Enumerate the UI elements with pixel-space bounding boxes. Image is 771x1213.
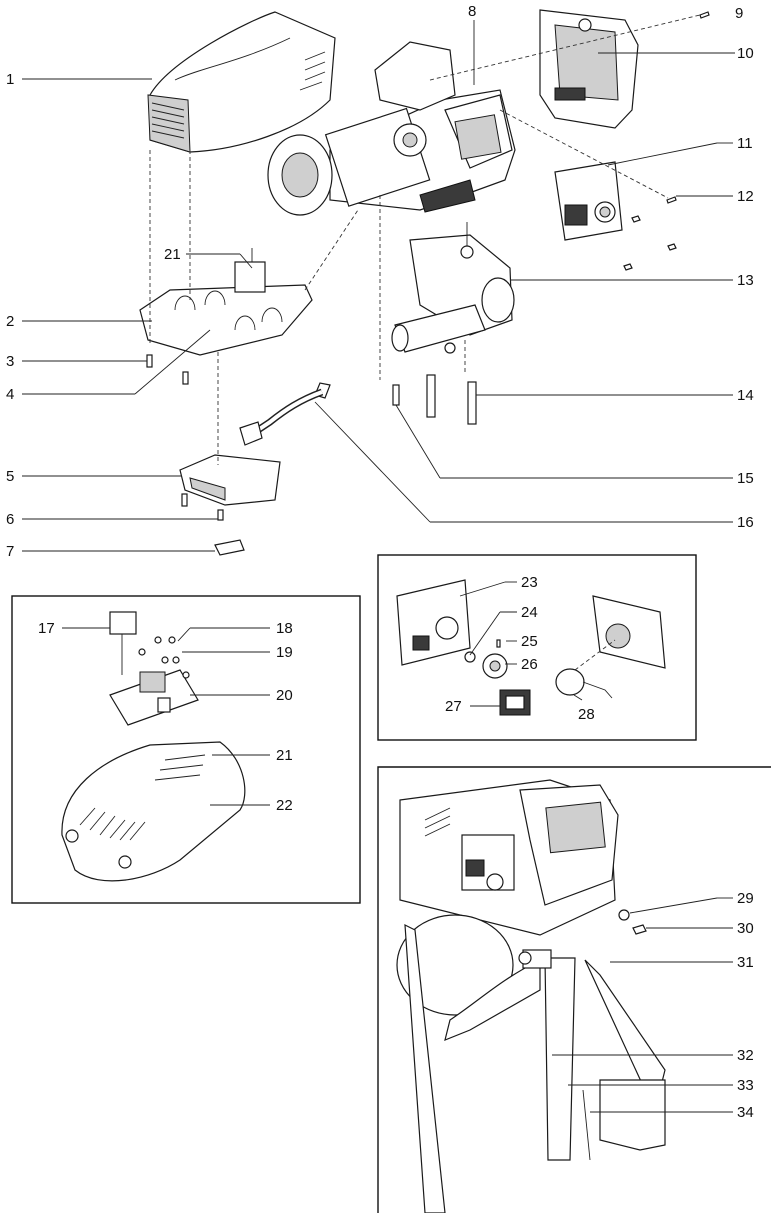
callout-23: 23 bbox=[521, 574, 538, 591]
detail-panel-control-switch bbox=[377, 554, 697, 741]
callout-21-a: 21 bbox=[164, 246, 181, 263]
callout-16: 16 bbox=[737, 514, 754, 531]
power-cord bbox=[239, 382, 331, 446]
callout-31: 31 bbox=[737, 954, 754, 971]
lower-shroud bbox=[139, 248, 313, 356]
control-board-assembly bbox=[61, 611, 246, 882]
callout-2: 2 bbox=[6, 313, 14, 330]
callout-5: 5 bbox=[6, 468, 14, 485]
frame-assembly bbox=[396, 779, 666, 1213]
callout-15: 15 bbox=[737, 470, 754, 487]
callout-10: 10 bbox=[737, 45, 754, 62]
callout-7: 7 bbox=[6, 543, 14, 560]
callout-33: 33 bbox=[737, 1077, 754, 1094]
leader-lines bbox=[22, 20, 735, 1113]
callout-21-b: 21 bbox=[276, 747, 293, 764]
electrical-box bbox=[179, 454, 281, 521]
shroud-cover bbox=[147, 11, 336, 153]
control-plate bbox=[554, 161, 677, 271]
motor-housing bbox=[267, 41, 516, 216]
callout-30: 30 bbox=[737, 920, 754, 937]
callout-13: 13 bbox=[737, 272, 754, 289]
detail-panel-frame-assembly bbox=[377, 766, 771, 1213]
callout-24: 24 bbox=[521, 604, 538, 621]
fuse-7 bbox=[214, 539, 245, 556]
callout-32: 32 bbox=[737, 1047, 754, 1064]
callout-18: 18 bbox=[276, 620, 293, 637]
callout-34: 34 bbox=[737, 1104, 754, 1121]
callout-6: 6 bbox=[6, 511, 14, 528]
callout-27: 27 bbox=[445, 698, 462, 715]
callout-22: 22 bbox=[276, 797, 293, 814]
callout-12: 12 bbox=[737, 188, 754, 205]
assembly-lines bbox=[149, 14, 701, 465]
callout-4: 4 bbox=[6, 386, 14, 403]
callout-17: 17 bbox=[38, 620, 55, 637]
screw-12 bbox=[666, 196, 677, 204]
callout-26: 26 bbox=[521, 656, 538, 673]
callout-29: 29 bbox=[737, 890, 754, 907]
callout-20: 20 bbox=[276, 687, 293, 704]
callout-labels: 1 2 3 4 5 6 7 8 9 10 11 12 13 14 15 16 1… bbox=[6, 3, 754, 1121]
callout-3: 3 bbox=[6, 353, 14, 370]
callout-9: 9 bbox=[735, 5, 743, 22]
callout-28: 28 bbox=[578, 706, 595, 723]
screw-3 bbox=[146, 354, 153, 368]
callout-14: 14 bbox=[737, 387, 754, 404]
callout-1: 1 bbox=[6, 71, 14, 88]
screw-4 bbox=[182, 371, 189, 385]
callout-25: 25 bbox=[521, 633, 538, 650]
rear-cover bbox=[539, 9, 639, 129]
pump-housing bbox=[391, 222, 515, 354]
callout-8: 8 bbox=[468, 3, 476, 20]
detail-panel-control-board bbox=[11, 595, 361, 904]
callout-19: 19 bbox=[276, 644, 293, 661]
switch-plate-assembly bbox=[396, 579, 666, 716]
callout-11: 11 bbox=[737, 135, 753, 152]
bolts bbox=[392, 374, 477, 425]
screw-9 bbox=[699, 11, 710, 19]
